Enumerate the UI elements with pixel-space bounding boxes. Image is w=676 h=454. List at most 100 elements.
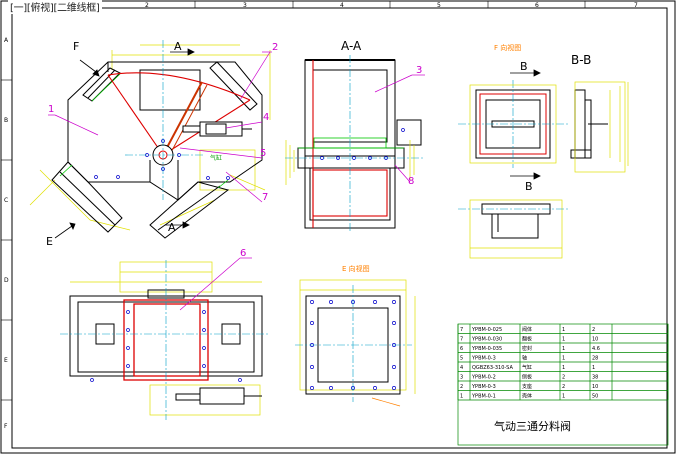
- section-aa-title: A-A: [341, 39, 362, 53]
- bom-cell-no: 4: [460, 365, 463, 371]
- bom-cell-code: YPBM-0-3: [471, 356, 496, 362]
- top-view-bolts: [90, 310, 242, 382]
- view-f-and-bb[interactable]: F 向视图 B-B B B: [458, 43, 629, 259]
- bom-cell-qty: 2: [562, 384, 565, 390]
- section-aa-centerlines: [285, 55, 425, 232]
- balloon-2[interactable]: 2: [272, 42, 278, 53]
- top-view-leaders: [179, 257, 252, 311]
- bom-cell-no: 7: [460, 327, 463, 333]
- balloon-5[interactable]: 5: [260, 148, 266, 159]
- bom-cell-no: 2: [460, 384, 463, 390]
- bom-cell-unit: 1: [592, 365, 595, 371]
- section-aa-hatch: [298, 137, 404, 149]
- view-e-centerlines: [295, 285, 412, 402]
- view-f-title: F 向视图: [494, 43, 521, 52]
- tick-left-b: B: [4, 117, 8, 124]
- section-arrows-a: [54, 48, 195, 239]
- section-aa-body: [297, 59, 422, 229]
- bom-cell-code: YPBM-0-2: [471, 375, 496, 381]
- bom-cell-qty: 2: [562, 375, 565, 381]
- section-bb-body: [570, 89, 608, 159]
- view-f-centerlines: [458, 80, 568, 168]
- bom-cell-unit: 50: [592, 394, 598, 400]
- balloon-3[interactable]: 3: [416, 65, 422, 76]
- top-view-centerlines: [60, 260, 270, 420]
- front-view[interactable]: A A F E 1 2 4 5 7 气缸: [29, 40, 278, 248]
- bom-cell-code: YPBM-0-030: [471, 337, 502, 343]
- view-e-dims: [299, 279, 416, 394]
- tick-top-3: 3: [243, 2, 247, 9]
- section-aa-bolts: [320, 128, 405, 160]
- bom-cell-code: YPBM-0-3: [471, 384, 496, 390]
- section-aa-leaders: [374, 74, 425, 183]
- drawing-title: 气动三通分料阀: [494, 419, 571, 433]
- section-label-a-bottom: A: [168, 221, 176, 234]
- bom-cell-unit: 4.6: [592, 346, 600, 352]
- top-view[interactable]: 6: [60, 248, 270, 420]
- view-e-note-leader: [371, 397, 401, 407]
- view-e[interactable]: E 向视图: [295, 264, 416, 407]
- flap-swing-arc: [107, 72, 251, 156]
- bom-cell-qty: 1: [562, 394, 565, 400]
- front-view-centerlines: [125, 40, 205, 200]
- bom-cell-name: 侧板: [522, 374, 532, 381]
- section-label-b-bottom: B: [525, 180, 533, 193]
- bom-grid: [457, 323, 669, 446]
- bom-cell-name: 气缸: [522, 364, 532, 371]
- drawing-frame: [11, 7, 668, 449]
- bom-cell-code: QGBZ63-310-SA: [472, 365, 513, 371]
- bom-cell-no: 1: [460, 394, 463, 400]
- bom-cell-name: 翻板: [522, 336, 532, 343]
- section-arrows-b: [510, 69, 541, 180]
- balloon-1[interactable]: 1: [48, 104, 54, 115]
- tick-left-f: F: [4, 423, 8, 430]
- bom-cell-qty: 1: [562, 356, 565, 362]
- bom-cell-code: YPBM-0-025: [471, 327, 502, 333]
- tick-left-a: A: [4, 37, 9, 44]
- front-view-leaders: [48, 51, 272, 203]
- section-aa-dims: [285, 140, 415, 185]
- tick-left-d: D: [4, 277, 9, 284]
- bom-cell-no: 6: [460, 346, 463, 352]
- bom-cell-name: 轴: [522, 355, 527, 362]
- bom-cell-no: 3: [460, 375, 463, 381]
- tick-top-6: 6: [535, 2, 539, 9]
- front-view-dimensions: [29, 44, 271, 231]
- balloon-7[interactable]: 7: [262, 192, 268, 203]
- bb-bottom-dims: [469, 199, 563, 259]
- view-e-title: E 向视图: [342, 264, 370, 273]
- bom-cell-unit: 38: [592, 375, 598, 381]
- front-view-details: [59, 73, 229, 189]
- bom-cell-unit: 2: [592, 327, 595, 333]
- balloon-6[interactable]: 6: [240, 248, 246, 259]
- tick-left-c: C: [4, 197, 8, 204]
- view-e-bolts: [310, 300, 396, 390]
- tick-top-4: 4: [340, 2, 344, 9]
- bom-cell-name: 支座: [522, 383, 532, 390]
- bom-cell-name: 密封: [522, 345, 532, 352]
- bom-cell-no: 7: [460, 337, 463, 343]
- bom-cell-code: YPBM-0-1: [471, 394, 496, 400]
- viewport-label[interactable]: [一][俯视][二维线框]: [8, 0, 102, 14]
- view-label-f: F: [73, 40, 79, 53]
- balloon-8[interactable]: 8: [408, 176, 414, 187]
- bom-cell-no: 5: [460, 356, 463, 362]
- balloon-4[interactable]: 4: [263, 112, 269, 123]
- bom-cell-qty: 1: [562, 327, 565, 333]
- section-label-a-top: A: [174, 40, 182, 53]
- tick-left-e: E: [4, 357, 8, 364]
- bom-cell-unit: 28: [592, 356, 598, 362]
- bom-cell-qty: 1: [562, 337, 565, 343]
- section-bb-dims: [469, 81, 629, 173]
- section-label-b-top: B: [520, 60, 528, 73]
- bom-cell-code: YPBM-0-035: [471, 346, 502, 352]
- tick-top-7: 7: [634, 2, 638, 9]
- bom-cell-unit: 10: [592, 384, 598, 390]
- tick-top-2: 2: [145, 2, 149, 9]
- section-aa-view[interactable]: A-A: [285, 39, 425, 232]
- section-bb-title: B-B: [571, 53, 591, 67]
